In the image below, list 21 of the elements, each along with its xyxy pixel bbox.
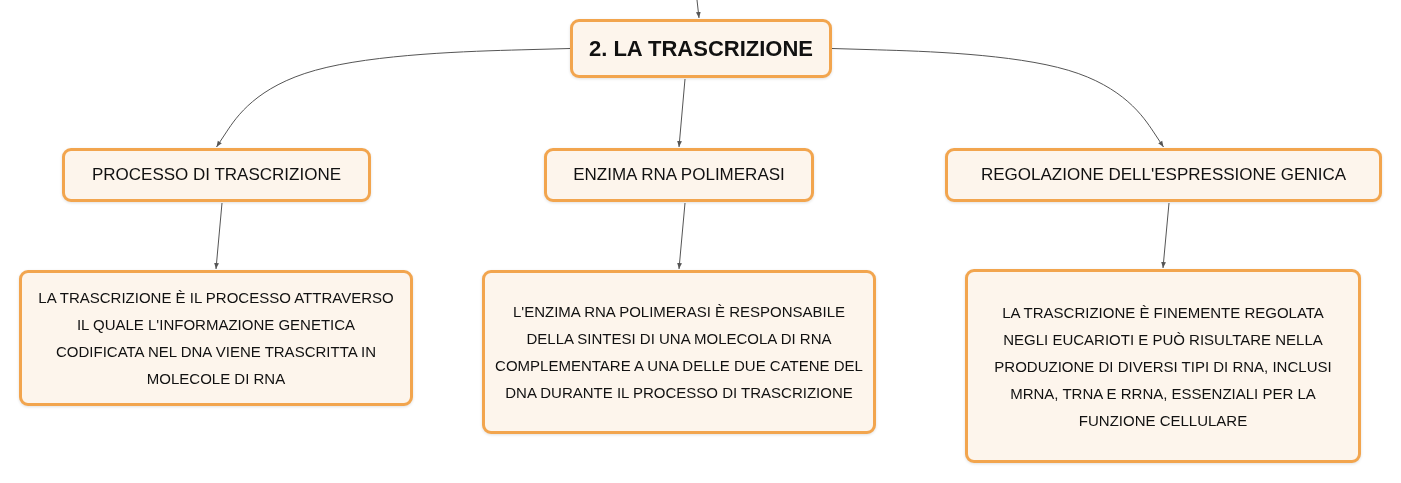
arrow (1161, 202, 1170, 269)
arrow (677, 78, 686, 148)
subtopic-box (945, 148, 1382, 202)
subtopic-box (62, 148, 371, 202)
topic-box (570, 19, 832, 78)
description-box (19, 270, 413, 406)
subtopic-title: ENZIMA RNA POLIMERASI (573, 165, 785, 185)
description-text: LA TRASCRIZIONE È FINEMENTE REGOLATA NEGLI EUCARIOTI E PUÒ RISULTARE NELLA PRODUZIONE DI DIVERSI TIPI DI RNA, INCLUSI MRNA, TRNA E RRNA, ESSENZIALI PER LA FUNZIONE CELLULARE (993, 302, 1333, 431)
description-box (482, 270, 876, 434)
arrow (677, 202, 686, 270)
subtopic-title: REGOLAZIONE DELL'ESPRESSIONE GENICA (980, 165, 1347, 185)
arrow (214, 202, 223, 270)
curved-arrow (216, 48, 571, 148)
curved-arrow (831, 48, 1164, 148)
description-text: L'ENZIMA RNA POLIMERASI È RESPONSABILE DELLA SINTESI DI UNA MOLECOLA DI RNA COMPLEMENTARE A UNA DELLE DUE CATENE DEL DNA DURANTE IL PROCESSO DI TRASCRIZIONE (495, 302, 863, 403)
description-text: LA TRASCRIZIONE È IL PROCESSO ATTRAVERSO IL QUALE L'INFORMAZIONE GENETICA CODIFICATA NEL DNA VIENE TRASCRITTA IN MOLECOLE DI RNA (37, 288, 395, 389)
description-box (965, 269, 1361, 463)
subtopic-title: PROCESSO DI TRASCRIZIONE (91, 165, 342, 185)
subtopic-box (544, 148, 814, 202)
arrow (695, 0, 701, 19)
topic-title: 2. LA TRASCRIZIONE (588, 35, 814, 62)
